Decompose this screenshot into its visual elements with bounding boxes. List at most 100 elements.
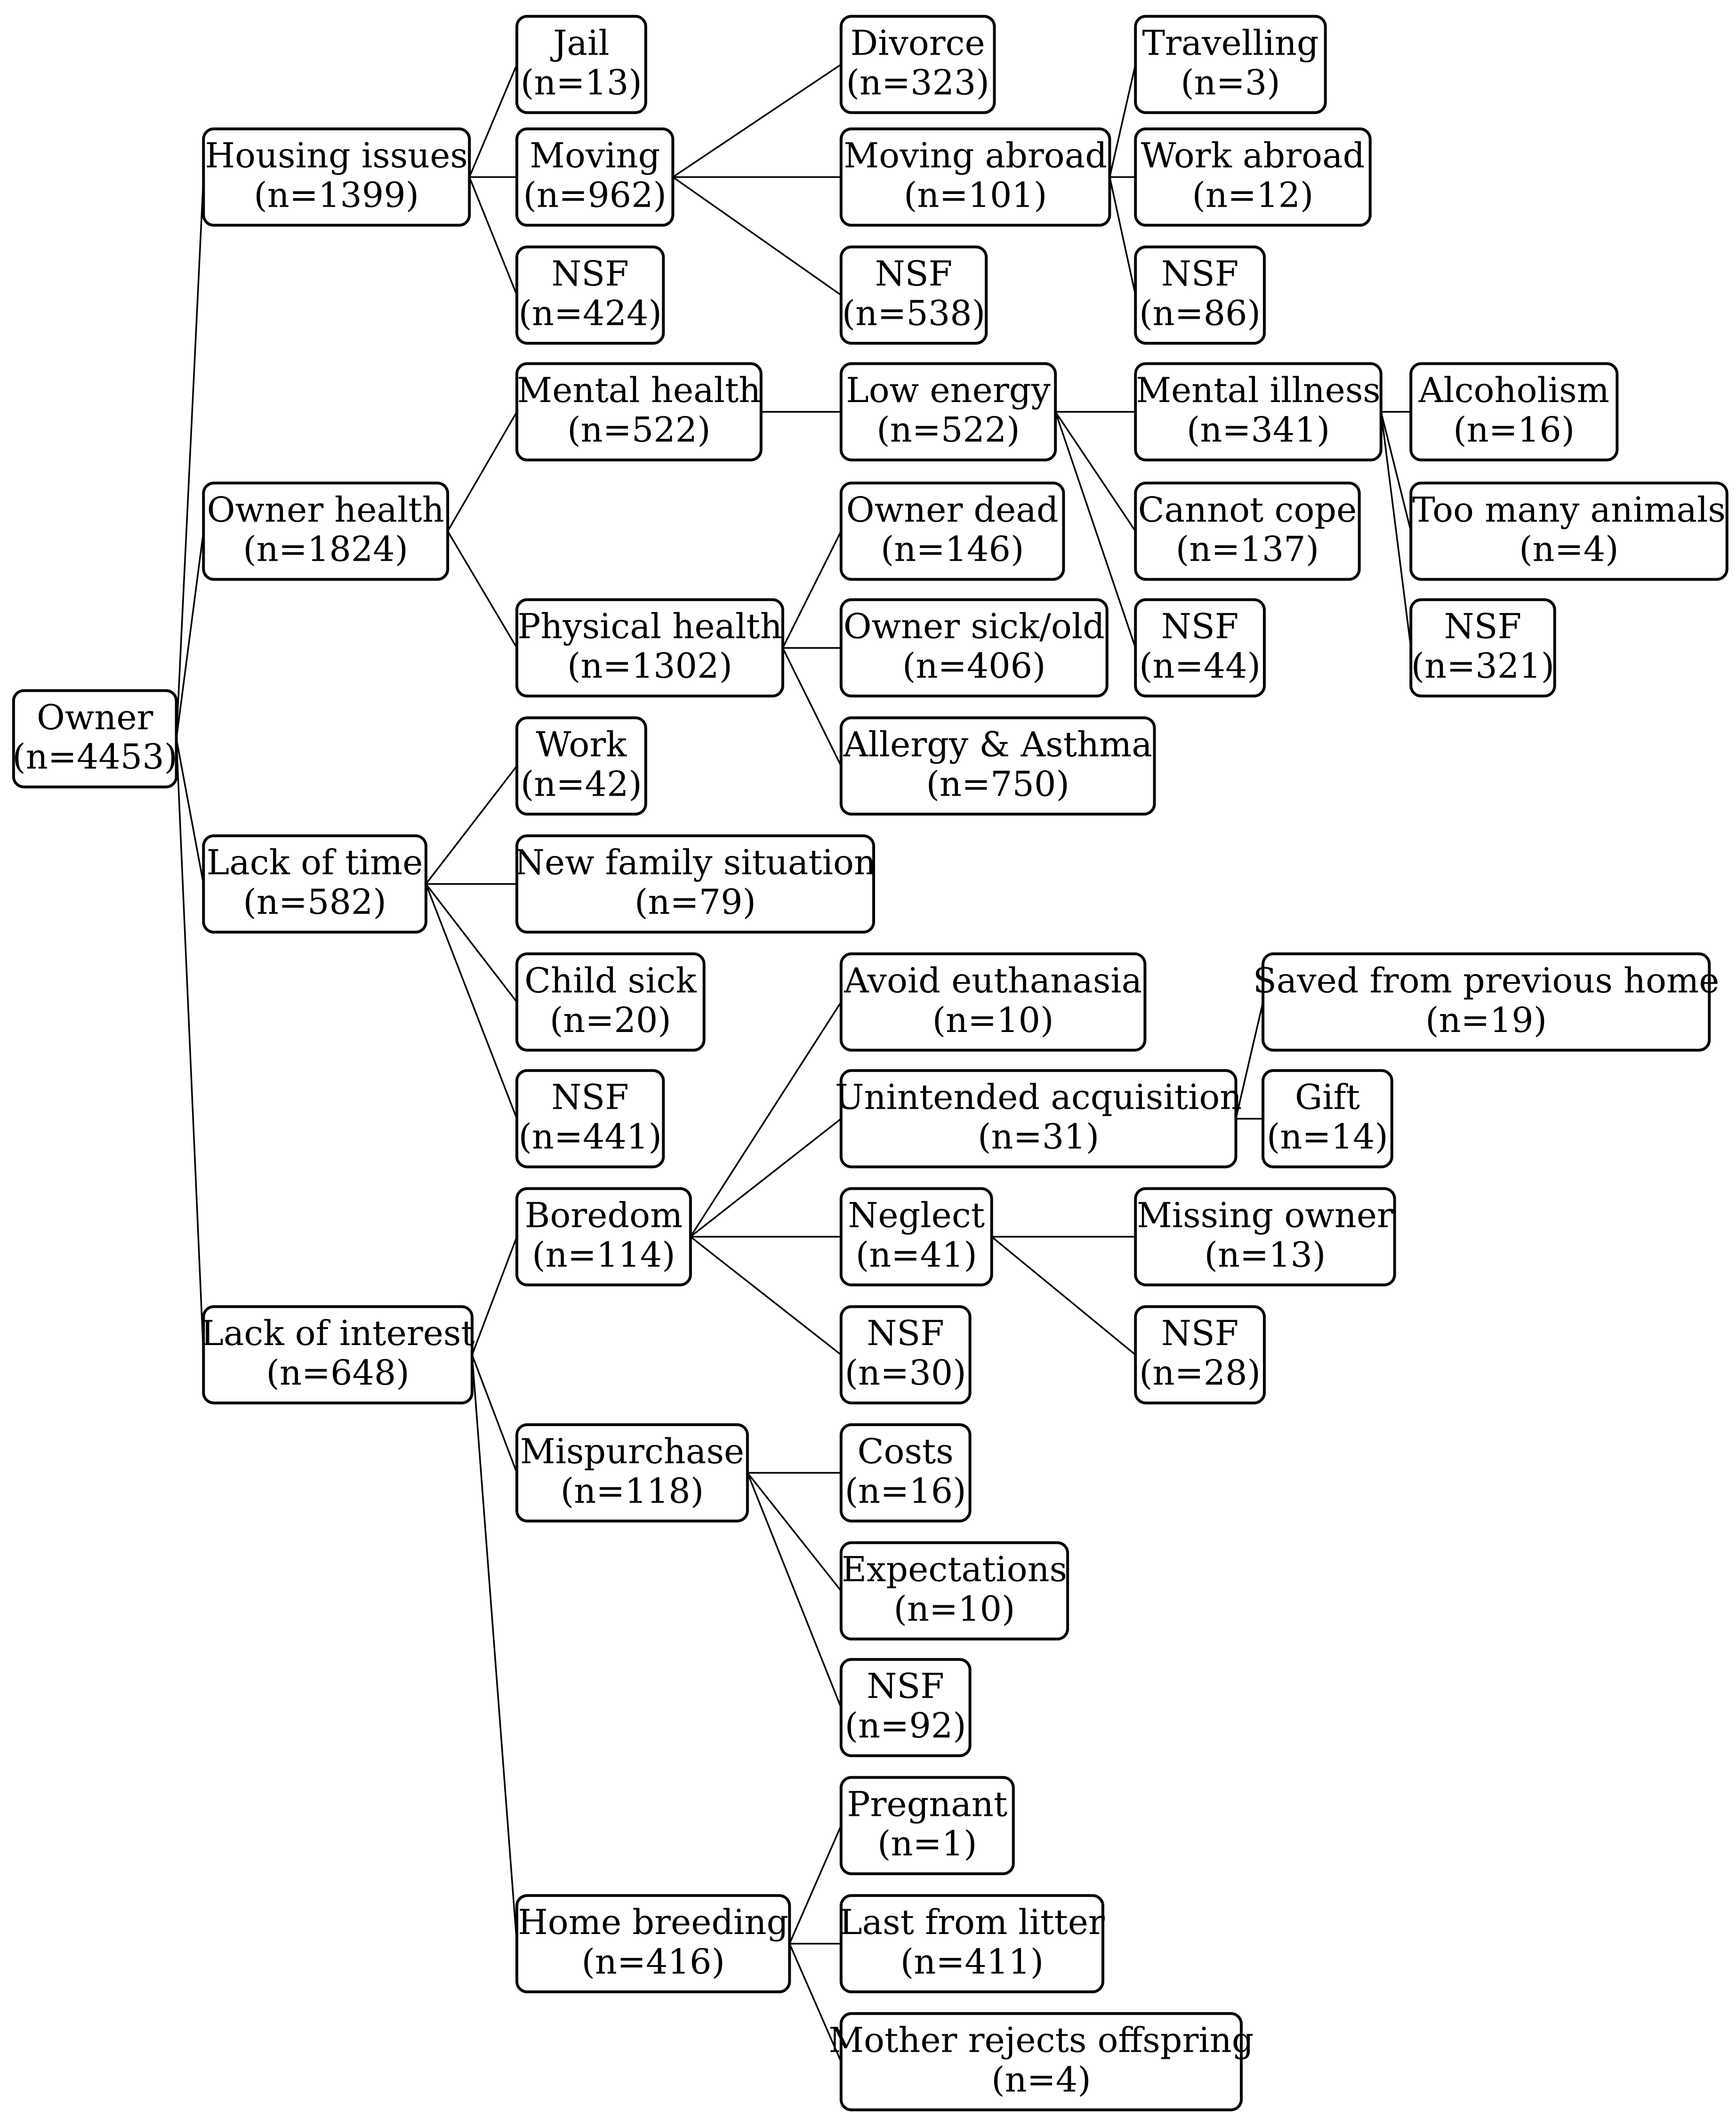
node-label: NSF: [551, 1078, 629, 1118]
edge-lack-interest-to-mispurchase: [471, 1354, 518, 1474]
node-count: (n=1): [877, 1824, 977, 1864]
node-box: [839, 127, 1111, 227]
node-label: Avoid euthanasia: [844, 961, 1142, 1001]
node-label: Missing owner: [1137, 1196, 1393, 1236]
node-work: Work(n=42): [515, 716, 647, 816]
edge-owner-health-to-physical-health: [447, 531, 518, 649]
node-label: NSF: [1161, 254, 1239, 294]
node-alcoholism: Alcoholism(n=16): [1409, 362, 1619, 462]
node-box: [1134, 1187, 1396, 1287]
node-lack-interest: Lack of interest(n=648): [201, 1305, 475, 1404]
node-count: (n=16): [1453, 410, 1575, 450]
node-count: (n=14): [1267, 1117, 1388, 1157]
node-count: (n=538): [842, 293, 985, 333]
node-count: (n=41): [856, 1235, 977, 1275]
node-count: (n=406): [902, 646, 1045, 686]
node-box: [839, 1658, 972, 1757]
node-abroad-nsf: NSF(n=86): [1134, 245, 1266, 345]
node-travelling: Travelling(n=3): [1134, 15, 1327, 114]
node-count: (n=86): [1139, 293, 1261, 333]
node-box: [1134, 1305, 1266, 1404]
node-count: (n=321): [1411, 646, 1554, 686]
node-label: Alcoholism: [1418, 371, 1609, 411]
node-boredom: Boredom(n=114): [515, 1187, 692, 1287]
node-box: [515, 127, 675, 227]
node-label: NSF: [867, 1667, 944, 1707]
node-count: (n=522): [876, 410, 1020, 450]
node-count: (n=42): [521, 764, 642, 804]
node-box: [515, 716, 647, 816]
node-box: [839, 362, 1057, 462]
node-jail: Jail(n=13): [515, 15, 647, 114]
node-count: (n=4): [1519, 530, 1619, 570]
edge-neglect-to-neglect-nsf: [991, 1236, 1136, 1356]
node-box: [1262, 952, 1711, 1052]
node-label: Owner: [37, 698, 153, 738]
node-count: (n=146): [881, 530, 1024, 570]
node-label: Work abroad: [1141, 136, 1365, 176]
node-count: (n=13): [1204, 1235, 1326, 1275]
node-mental-illness: Mental illness(n=341): [1134, 362, 1382, 462]
node-count: (n=1824): [243, 530, 408, 570]
node-box: [515, 1187, 692, 1287]
node-box: [839, 952, 1147, 1052]
node-box: [515, 245, 665, 345]
edge-moving-abroad-to-abroad-nsf: [1109, 177, 1136, 296]
node-mispurchase-nsf: NSF(n=92): [839, 1658, 972, 1757]
node-label: Saved from previous home: [1253, 961, 1720, 1001]
node-label: Pregnant: [847, 1784, 1007, 1824]
node-box: [839, 1776, 1015, 1875]
node-box: [12, 689, 178, 789]
node-neglect: Neglect(n=41): [839, 1187, 993, 1287]
edge-low-energy-to-cannot-cope: [1054, 411, 1136, 532]
node-new-family: New family situation(n=79): [514, 834, 876, 934]
node-boredom-nsf: NSF(n=30): [839, 1305, 972, 1404]
node-count: (n=101): [904, 176, 1047, 216]
edge-owner-to-lack-time: [175, 738, 205, 884]
edge-lack-interest-to-boredom: [471, 1236, 518, 1355]
edge-physical-health-to-owner-dead: [782, 531, 842, 648]
node-count: (n=441): [518, 1117, 661, 1157]
node-label: NSF: [1161, 607, 1239, 647]
edge-low-energy-to-energy-nsf: [1054, 411, 1136, 648]
node-owner-health: Owner health(n=1824): [202, 482, 450, 581]
node-count: (n=118): [561, 1471, 704, 1511]
node-box: [839, 716, 1156, 816]
node-gift: Gift(n=14): [1262, 1069, 1393, 1169]
node-box: [1134, 362, 1382, 462]
node-label: NSF: [1444, 607, 1522, 647]
node-pregnant: Pregnant(n=1): [839, 1776, 1015, 1875]
nodes-layer: Owner(n=4453)Housing issues(n=1399)Jail(…: [12, 15, 1728, 2112]
node-expectations: Expectations(n=10): [839, 1541, 1069, 1641]
node-avoid-euthanasia: Avoid euthanasia(n=10): [839, 952, 1147, 1052]
node-moving: Moving(n=962): [515, 127, 675, 227]
edge-boredom-to-boredom-nsf: [690, 1236, 842, 1356]
node-housing-nsf: NSF(n=424): [515, 245, 665, 345]
edge-owner-health-to-mental-health: [447, 411, 518, 532]
node-owner-sick: Owner sick/old(n=406): [839, 598, 1109, 698]
edge-moving-abroad-to-travelling: [1109, 64, 1136, 177]
edge-owner-to-housing: [175, 177, 205, 739]
node-count: (n=582): [243, 882, 386, 922]
node-box: [202, 127, 471, 227]
node-box: [515, 834, 875, 934]
node-count: (n=750): [926, 764, 1069, 804]
node-box: [1262, 1069, 1393, 1169]
node-low-energy: Low energy(n=522): [839, 362, 1057, 462]
edge-owner-to-lack-interest: [175, 739, 205, 1355]
node-allergy: Allergy & Asthma(n=750): [839, 716, 1156, 816]
node-count: (n=16): [845, 1471, 966, 1511]
edge-mispurchase-to-expectations: [747, 1472, 842, 1592]
node-unintended: Unintended acquisition(n=31): [835, 1069, 1242, 1169]
node-count: (n=31): [978, 1117, 1099, 1157]
node-count: (n=19): [1425, 1000, 1547, 1040]
node-label: Housing issues: [205, 136, 468, 176]
node-saved: Saved from previous home(n=19): [1253, 952, 1720, 1052]
node-label: Too many animals: [1412, 490, 1726, 530]
node-box: [839, 598, 1109, 698]
node-box: [839, 1069, 1238, 1169]
node-label: Last from litter: [839, 1902, 1105, 1943]
node-box: [839, 15, 996, 114]
node-label: Owner sick/old: [844, 607, 1105, 647]
node-mental-health: Mental health(n=522): [515, 362, 763, 462]
